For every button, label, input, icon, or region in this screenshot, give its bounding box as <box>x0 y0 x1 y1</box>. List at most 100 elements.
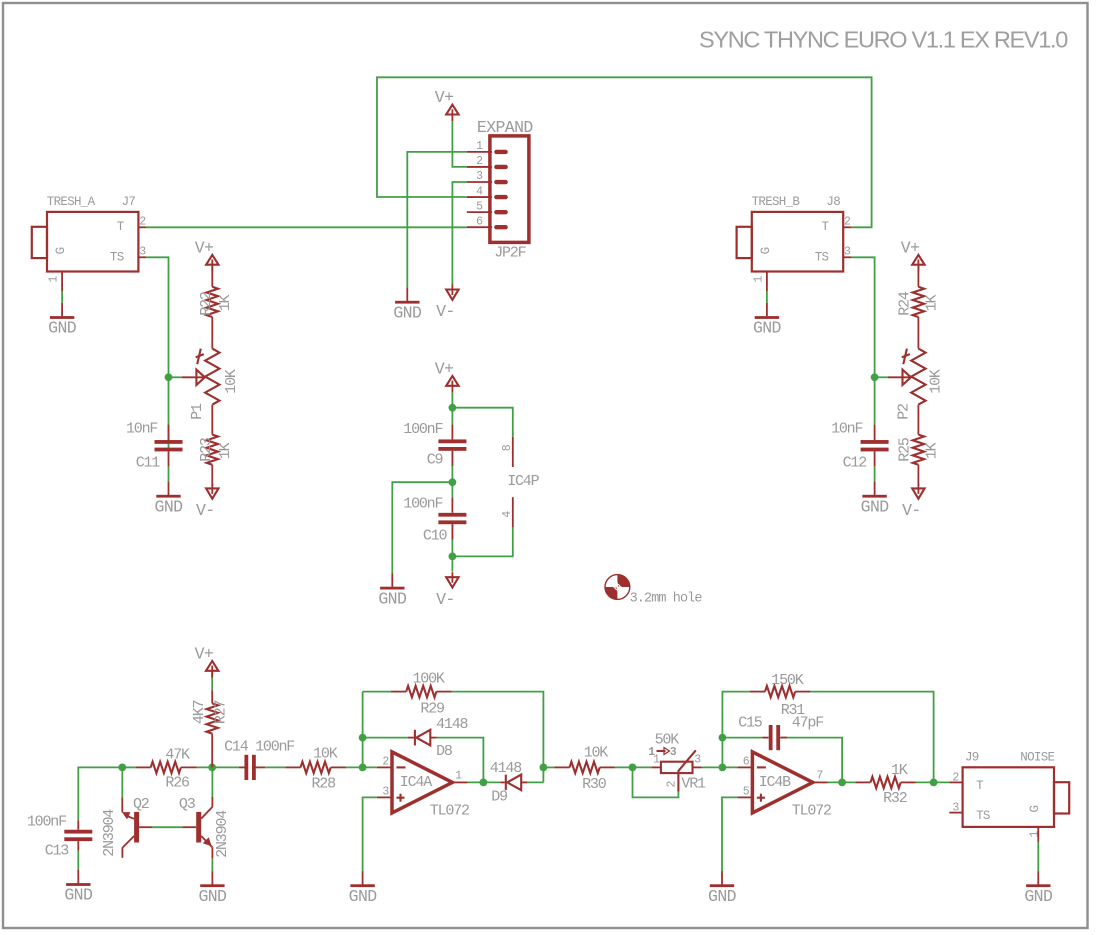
svg-text:IC4P: IC4P <box>507 473 539 490</box>
svg-text:C9: C9 <box>427 452 443 469</box>
svg-text:2: 2 <box>382 755 389 768</box>
svg-text:5: 5 <box>476 200 483 213</box>
svg-text:2N3904: 2N3904 <box>101 809 118 857</box>
svg-text:1: 1 <box>752 276 765 283</box>
svg-text:3: 3 <box>670 746 677 759</box>
svg-text:D8: D8 <box>436 743 453 760</box>
svg-text:GND: GND <box>349 887 378 906</box>
svg-text:R24: R24 <box>897 291 914 316</box>
svg-text:R22: R22 <box>198 292 215 316</box>
svg-text:GND: GND <box>1024 887 1053 906</box>
svg-text:100nF: 100nF <box>27 813 66 830</box>
svg-text:V-: V- <box>436 590 455 609</box>
svg-text:G: G <box>759 247 773 254</box>
svg-text:V+: V+ <box>901 238 920 257</box>
svg-text:6: 6 <box>476 215 483 228</box>
svg-text:1: 1 <box>1029 831 1042 838</box>
svg-text:3: 3 <box>139 246 146 259</box>
svg-text:10K: 10K <box>584 744 609 761</box>
svg-text:100nF: 100nF <box>403 496 442 513</box>
svg-text:IC4B: IC4B <box>759 774 791 791</box>
svg-text:10K: 10K <box>313 746 338 763</box>
svg-text:2: 2 <box>952 772 959 785</box>
svg-text:NOISE: NOISE <box>1020 751 1054 765</box>
svg-text:JP2F: JP2F <box>494 244 525 261</box>
svg-text:TS: TS <box>815 250 829 264</box>
svg-text:R25: R25 <box>897 437 914 462</box>
svg-text:VR1: VR1 <box>681 776 706 793</box>
svg-text:1: 1 <box>648 746 655 759</box>
svg-text:150K: 150K <box>771 672 803 689</box>
svg-text:V+: V+ <box>195 645 214 664</box>
svg-text:J8: J8 <box>826 195 840 209</box>
svg-text:V-: V- <box>902 501 921 520</box>
svg-text:2: 2 <box>665 781 678 788</box>
svg-text:R32: R32 <box>883 790 907 807</box>
svg-text:3: 3 <box>382 785 389 798</box>
svg-text:4: 4 <box>476 185 483 198</box>
svg-text:3: 3 <box>476 170 483 183</box>
svg-text:2: 2 <box>139 216 146 229</box>
svg-text:C10: C10 <box>423 528 448 545</box>
svg-text:2: 2 <box>844 216 851 229</box>
svg-text:T: T <box>117 220 125 234</box>
svg-text:GND: GND <box>64 886 93 905</box>
svg-text:1K: 1K <box>923 295 940 312</box>
svg-text:2N3904: 2N3904 <box>214 810 231 858</box>
svg-text:TRESH_B: TRESH_B <box>752 195 801 209</box>
svg-text:2: 2 <box>476 155 483 168</box>
svg-text:10K: 10K <box>928 369 945 394</box>
svg-text:V+: V+ <box>435 360 454 379</box>
svg-text:3: 3 <box>844 246 851 259</box>
svg-text:V+: V+ <box>435 88 454 107</box>
svg-text:47pF: 47pF <box>792 715 823 732</box>
svg-text:50K: 50K <box>655 732 680 749</box>
svg-text:R28: R28 <box>312 776 337 793</box>
svg-text:R26: R26 <box>165 774 190 791</box>
svg-text:Q3: Q3 <box>179 796 196 813</box>
svg-text:100nF: 100nF <box>403 421 442 438</box>
svg-text:D9: D9 <box>491 789 507 806</box>
svg-text:3.2mm hole: 3.2mm hole <box>630 591 703 606</box>
svg-text:4: 4 <box>501 511 514 518</box>
svg-text:GND: GND <box>198 887 227 906</box>
svg-text:1: 1 <box>455 769 462 782</box>
svg-text:8: 8 <box>501 444 514 451</box>
svg-text:GND: GND <box>753 319 782 338</box>
svg-text:1: 1 <box>48 276 61 283</box>
svg-text:C11: C11 <box>136 454 161 471</box>
svg-text:1K: 1K <box>217 443 234 460</box>
svg-text:100K: 100K <box>413 670 445 687</box>
svg-text:T: T <box>976 779 984 793</box>
svg-text:3: 3 <box>694 754 701 767</box>
svg-text:1K: 1K <box>923 443 940 460</box>
svg-text:4148: 4148 <box>490 760 522 777</box>
svg-text:G: G <box>1028 806 1042 813</box>
svg-text:V-: V- <box>196 501 215 520</box>
svg-text:47K: 47K <box>165 746 190 763</box>
svg-text:1K: 1K <box>891 762 908 779</box>
svg-text:C15: C15 <box>738 715 763 732</box>
svg-text:6: 6 <box>743 755 750 768</box>
svg-text:P1: P1 <box>189 403 206 420</box>
svg-text:R23: R23 <box>198 437 215 462</box>
svg-text:EXPAND: EXPAND <box>477 118 534 137</box>
svg-text:10nF: 10nF <box>831 421 862 438</box>
svg-text:GND: GND <box>861 497 890 516</box>
svg-text:GND: GND <box>708 887 737 906</box>
svg-text:TS: TS <box>110 250 124 264</box>
svg-text:TL072: TL072 <box>792 803 831 820</box>
svg-text:10K: 10K <box>223 369 240 394</box>
svg-text:GND: GND <box>48 319 77 338</box>
svg-text:TRESH_A: TRESH_A <box>47 195 96 209</box>
svg-text:IC4A: IC4A <box>400 774 432 791</box>
svg-text:SYNC THYNC EURO V1.1 EX REV1.0: SYNC THYNC EURO V1.1 EX REV1.0 <box>699 27 1068 53</box>
svg-text:1: 1 <box>476 140 483 153</box>
svg-text:R31: R31 <box>781 702 806 719</box>
svg-text:G: G <box>54 247 68 254</box>
svg-text:1K: 1K <box>217 295 234 312</box>
svg-text:P2: P2 <box>895 404 912 420</box>
svg-text:V-: V- <box>436 302 455 321</box>
svg-text:5: 5 <box>743 785 750 798</box>
svg-text:TL072: TL072 <box>430 803 469 820</box>
